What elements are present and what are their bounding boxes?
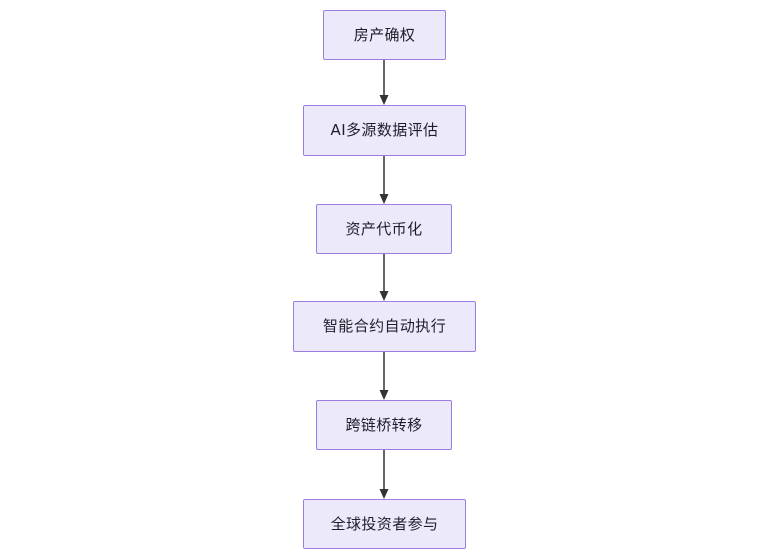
flow-node-cross-chain-bridge-transfer[interactable]: 跨链桥转移 [316, 400, 452, 450]
flow-node-label: 跨链桥转移 [345, 415, 423, 434]
flow-node-label: 全球投资者参与 [330, 514, 439, 533]
flow-node-label: 房产确权 [353, 25, 416, 44]
flow-node-global-investor-participation[interactable]: 全球投资者参与 [303, 499, 466, 549]
flow-edge-n2-n3 [374, 156, 394, 204]
flow-node-property-rights[interactable]: 房产确权 [323, 10, 446, 60]
flow-edge-n3-n4 [374, 254, 394, 301]
flow-edge-n5-n6 [374, 450, 394, 499]
flow-edge-n4-n5 [374, 352, 394, 400]
flow-edge-n1-n2 [374, 60, 394, 105]
flow-node-label: AI多源数据评估 [330, 121, 439, 139]
flow-node-label: 智能合约自动执行 [322, 317, 447, 335]
flow-node-smart-contract-execution[interactable]: 智能合约自动执行 [293, 301, 476, 352]
flow-node-asset-tokenization[interactable]: 资产代币化 [316, 204, 452, 254]
flow-node-label: 资产代币化 [345, 219, 423, 238]
flow-node-ai-multisource-valuation[interactable]: AI多源数据评估 [303, 105, 466, 156]
